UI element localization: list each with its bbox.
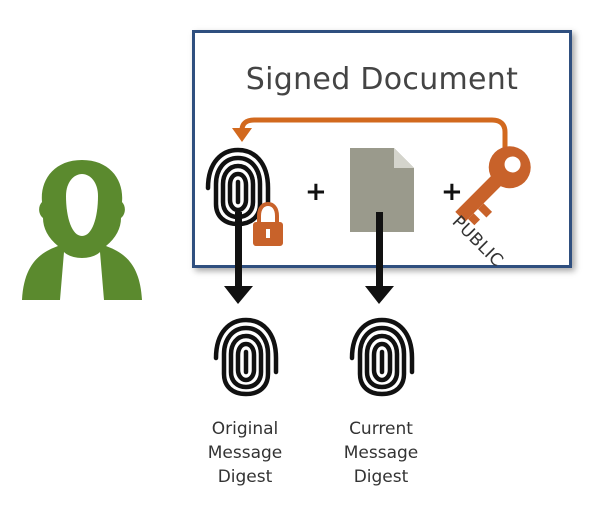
current-digest-caption: Current Message Digest [326, 417, 436, 489]
original-digest-caption: Original Message Digest [190, 417, 300, 489]
person-icon [22, 160, 142, 300]
plus-sign: + [441, 177, 463, 207]
current-digest-fingerprint-icon [352, 320, 412, 394]
caption-line: Message [207, 443, 283, 463]
document-icon [350, 148, 414, 232]
arrow-to-current-digest [365, 212, 394, 304]
caption-line: Current [349, 419, 413, 439]
caption-line: Message [343, 443, 419, 463]
plus-sign: + [305, 177, 327, 207]
caption-line: Digest [217, 467, 273, 487]
arrow-to-original-digest [224, 212, 253, 304]
caption-line: Original [211, 419, 279, 439]
signature-verify-arrow [232, 117, 508, 150]
key-icon [455, 146, 531, 226]
caption-line: Digest [353, 467, 409, 487]
diagram-title: Signed Document [245, 62, 519, 97]
original-digest-fingerprint-icon [216, 320, 276, 394]
lock-icon [253, 201, 283, 246]
